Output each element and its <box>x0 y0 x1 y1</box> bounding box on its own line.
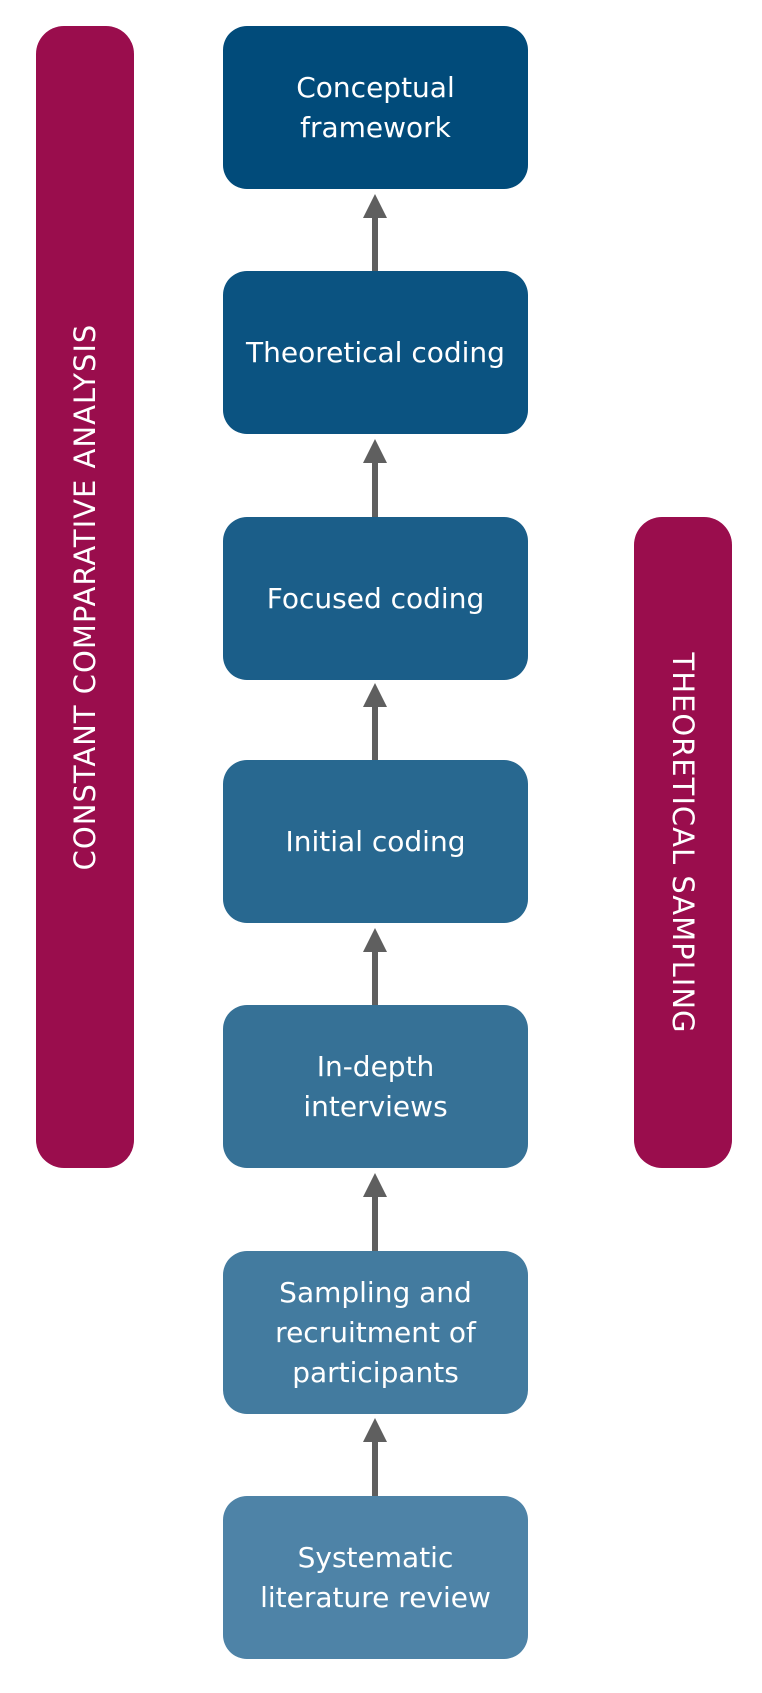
step-initial-coding: Initial coding <box>223 760 528 923</box>
theoretical-sampling-bar: THEORETICAL SAMPLING <box>634 517 732 1168</box>
arrow-head <box>363 928 387 952</box>
step-label: Theoretical coding <box>246 335 505 369</box>
arrow-head <box>363 439 387 463</box>
arrow-focused-to-theoretical-coding <box>363 439 387 517</box>
step-label: Conceptual framework <box>296 70 455 144</box>
step-conceptual-framework: Conceptual framework <box>223 26 528 189</box>
arrow-literature-to-sampling <box>363 1418 387 1496</box>
step-label: Initial coding <box>285 824 466 858</box>
step-label: Systematic literature review <box>260 1540 491 1614</box>
step-label: Sampling and recruitment of participants <box>275 1275 476 1389</box>
arrow-sampling-to-interviews <box>363 1173 387 1251</box>
step-theoretical-coding: Theoretical coding <box>223 271 528 434</box>
arrow-initial-to-focused-coding <box>363 683 387 760</box>
constant-comparative-analysis-bar: CONSTANT COMPARATIVE ANALYSIS <box>36 26 134 1168</box>
arrow-head <box>363 683 387 707</box>
arrow-theoretical-coding-to-framework <box>363 194 387 271</box>
step-label: In-depth interviews <box>303 1049 448 1123</box>
arrow-head <box>363 194 387 218</box>
step-in-depth-interviews: In-depth interviews <box>223 1005 528 1168</box>
arrow-head <box>363 1418 387 1442</box>
step-focused-coding: Focused coding <box>223 517 528 680</box>
step-label: Focused coding <box>266 581 485 615</box>
theoretical-sampling-label: THEORETICAL SAMPLING <box>666 651 700 1034</box>
arrow-head <box>363 1173 387 1197</box>
step-systematic-literature-review: Systematic literature review <box>223 1496 528 1659</box>
arrow-interviews-to-initial-coding <box>363 928 387 1005</box>
step-sampling-and-recruitment: Sampling and recruitment of participants <box>223 1251 528 1414</box>
constant-comparative-analysis-label: CONSTANT COMPARATIVE ANALYSIS <box>68 323 102 871</box>
